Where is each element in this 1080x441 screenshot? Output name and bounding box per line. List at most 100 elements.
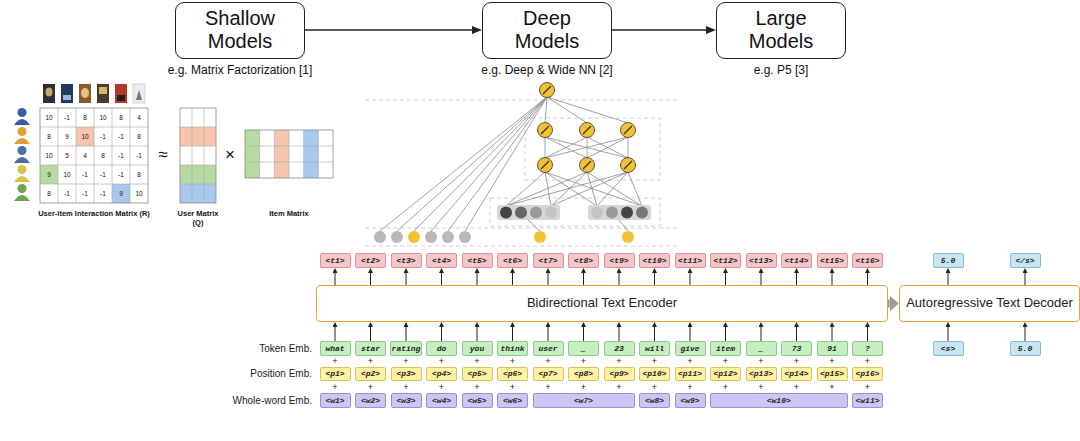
decoder-input-token: <s> bbox=[933, 341, 964, 356]
box-label: Autoregressive Text Decoder bbox=[906, 296, 1073, 311]
rating-value: 8 bbox=[119, 114, 123, 121]
whole-word-embedding: <w6> bbox=[497, 393, 528, 408]
sparse-feature bbox=[408, 231, 420, 243]
whole-word-embedding: <w11> bbox=[852, 393, 883, 408]
plus-sign: + bbox=[687, 382, 692, 392]
token-text: _ bbox=[759, 345, 764, 353]
poster-figure bbox=[46, 88, 53, 97]
token-text: <t13> bbox=[749, 257, 773, 265]
position-embedding: <p9> bbox=[604, 367, 635, 381]
whole-word-embedding: <w1> bbox=[320, 393, 351, 408]
plus-sign: + bbox=[368, 382, 373, 392]
plus-sign: + bbox=[474, 382, 479, 392]
rating-value: 4 bbox=[83, 152, 87, 159]
position-embedding: <p14> bbox=[781, 367, 812, 381]
rating-value: -1 bbox=[64, 114, 70, 121]
token-text: item bbox=[716, 345, 735, 353]
output-token: <t2> bbox=[355, 253, 386, 268]
output-token: <t11> bbox=[675, 253, 706, 268]
rating-value: -1 bbox=[118, 152, 124, 159]
connector-arrow bbox=[612, 29, 706, 31]
plus-sign: + bbox=[723, 356, 728, 366]
token-text: <t16> bbox=[855, 257, 879, 265]
embedding-group bbox=[588, 205, 651, 220]
rating-value: -1 bbox=[118, 171, 124, 178]
embedding-unit bbox=[621, 207, 633, 219]
connector-arrow bbox=[370, 327, 371, 341]
matrix-caption: User-item Interaction Matrix (R) bbox=[29, 210, 159, 219]
poster bbox=[115, 84, 127, 103]
user-body bbox=[14, 138, 30, 144]
matrix-cell bbox=[112, 184, 130, 203]
token-text: <w8> bbox=[645, 397, 664, 405]
token-text: <p10> bbox=[642, 370, 666, 378]
position-embedding: <p10> bbox=[639, 367, 670, 381]
token-embedding: think bbox=[497, 341, 528, 356]
token-embedding: will bbox=[639, 341, 670, 356]
rating-value: -1 bbox=[82, 190, 88, 197]
token-embedding: 73 bbox=[781, 341, 812, 356]
plus-sign: + bbox=[794, 382, 799, 392]
rating-value: 8 bbox=[47, 190, 51, 197]
sparse-feature bbox=[534, 231, 546, 243]
embedding-unit bbox=[500, 207, 512, 219]
connector-arrow bbox=[867, 327, 868, 341]
token-text: user bbox=[538, 345, 557, 353]
rating-value: 8 bbox=[137, 133, 141, 140]
connector-arrow bbox=[441, 273, 442, 285]
rating-value: 10 bbox=[135, 190, 142, 197]
approx-symbol: ≈ bbox=[158, 145, 167, 165]
embedding-unit bbox=[545, 207, 557, 219]
matrix-row bbox=[180, 165, 216, 184]
token-text: <t15> bbox=[820, 257, 844, 265]
connector-arrow bbox=[548, 273, 549, 285]
plus-sign: + bbox=[439, 356, 444, 366]
connector-arrow bbox=[796, 327, 797, 341]
whole-word-embedding: <w7> bbox=[533, 393, 635, 408]
connector-arrow bbox=[761, 327, 762, 341]
connector-arrow bbox=[619, 327, 620, 341]
token-text: <t6> bbox=[503, 257, 522, 265]
plus-sign: + bbox=[368, 356, 373, 366]
token-text: <p4> bbox=[432, 370, 451, 378]
output-token: <t10> bbox=[639, 253, 670, 268]
token-text: think bbox=[500, 345, 524, 353]
user-body bbox=[14, 157, 30, 163]
connector-arrow bbox=[548, 327, 549, 341]
token-text: <p5> bbox=[467, 370, 486, 378]
connector-arrow bbox=[761, 273, 762, 285]
output-token: <t8> bbox=[568, 253, 599, 268]
connector-arrow bbox=[335, 327, 336, 341]
token-text: <p8> bbox=[574, 370, 593, 378]
user-matrix bbox=[180, 108, 216, 203]
position-embedding: <p2> bbox=[355, 367, 386, 381]
example-caption: e.g. Deep & Wide NN [2] bbox=[481, 64, 612, 78]
position-embedding: <p11> bbox=[675, 367, 706, 381]
plus-sign: + bbox=[510, 356, 515, 366]
position-embedding: <p8> bbox=[568, 367, 599, 381]
matrix-row bbox=[180, 127, 216, 146]
sparse-feature bbox=[459, 231, 471, 243]
connector-arrow bbox=[1025, 273, 1026, 285]
token-text: rating bbox=[392, 345, 421, 353]
interaction-matrix bbox=[40, 108, 148, 203]
token-text: ? bbox=[865, 345, 870, 353]
output-token: <t7> bbox=[533, 253, 564, 268]
poster-figure bbox=[63, 95, 71, 100]
token-text: <w6> bbox=[503, 397, 522, 405]
token-text: what bbox=[325, 345, 344, 353]
rating-value: 5 bbox=[65, 152, 69, 159]
embedding-unit bbox=[606, 207, 618, 219]
plus-sign: + bbox=[510, 382, 515, 392]
deep-connections bbox=[506, 97, 642, 231]
poster-figure bbox=[99, 87, 107, 94]
output-token: <t4> bbox=[426, 253, 457, 268]
token-embedding: you bbox=[462, 341, 493, 356]
token-text: <w7> bbox=[574, 397, 593, 405]
connector-arrow bbox=[690, 327, 691, 341]
plus-sign: + bbox=[616, 382, 621, 392]
poster-figure bbox=[117, 95, 125, 101]
user-head bbox=[18, 184, 27, 193]
plus-sign: + bbox=[581, 356, 586, 366]
